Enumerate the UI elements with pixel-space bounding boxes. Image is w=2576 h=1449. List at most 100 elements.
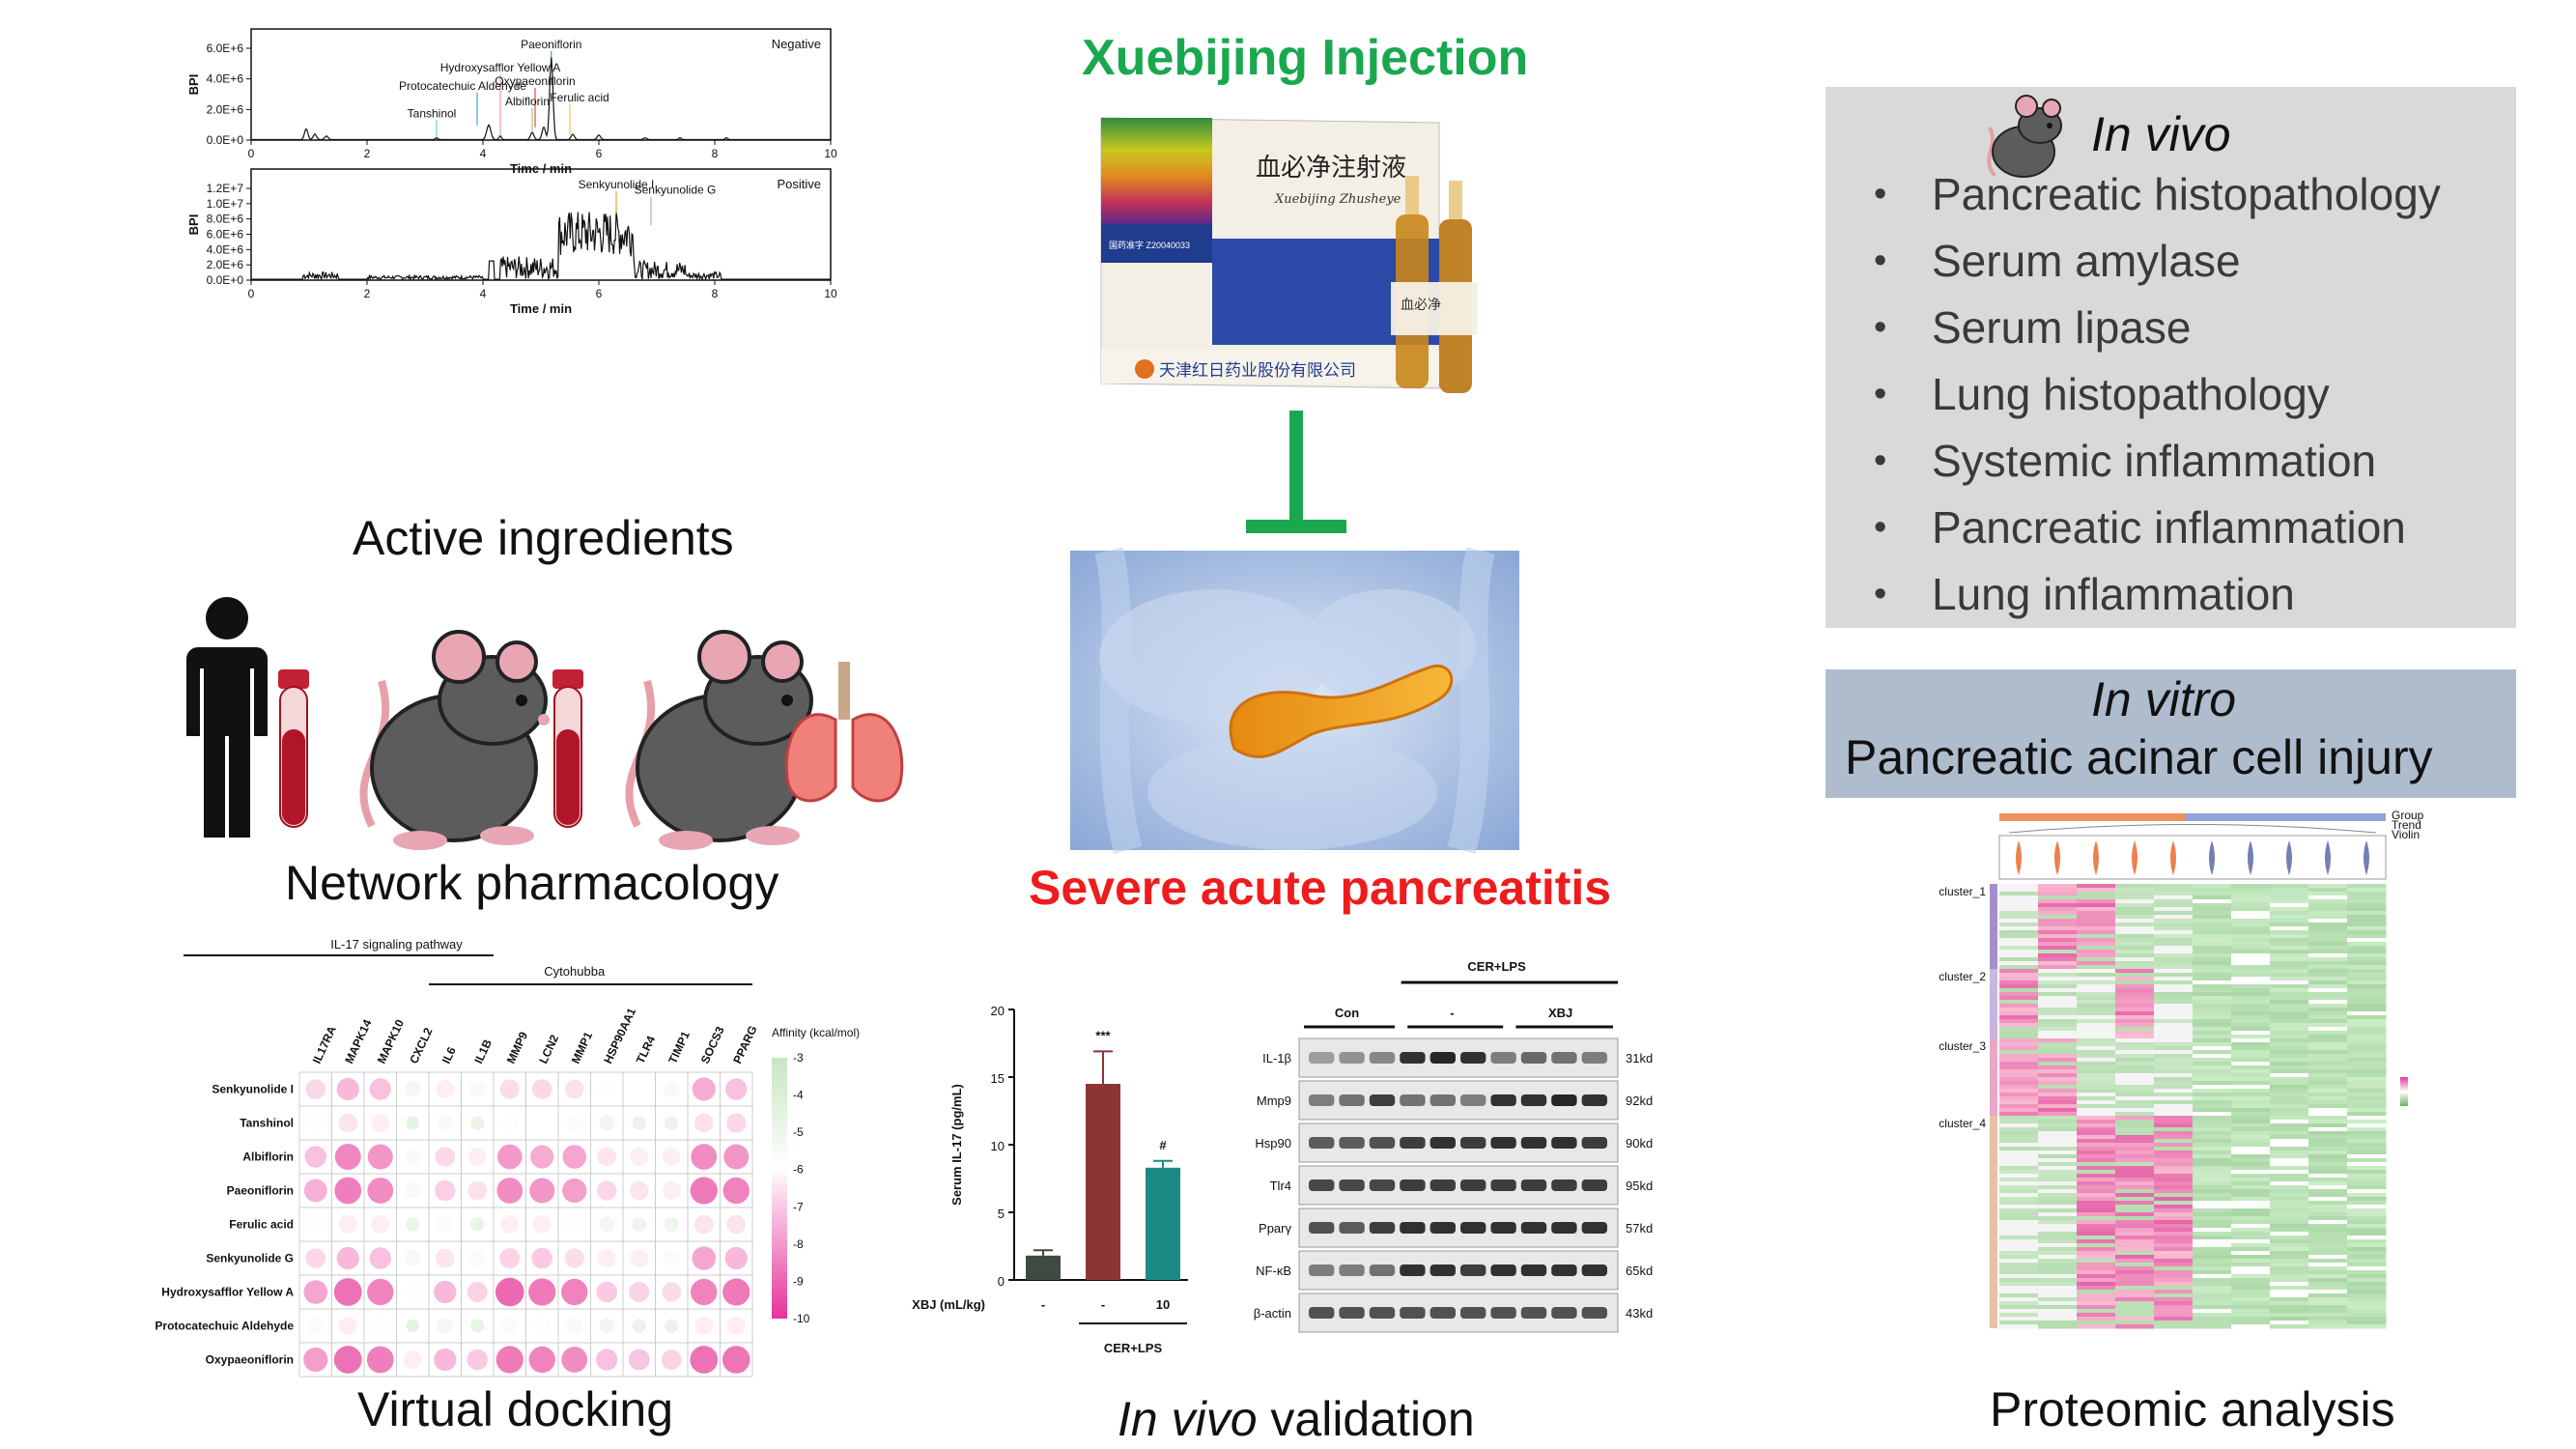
wb-band — [1460, 1307, 1486, 1319]
heatmap-cell — [2347, 965, 2387, 970]
heatmap-cell — [2347, 1093, 2387, 1097]
heatmap-cell — [2347, 1228, 2387, 1233]
heatmap-cell — [2308, 1093, 2348, 1097]
heatmap-cell — [2193, 1000, 2232, 1005]
heatmap-cell — [2270, 1065, 2309, 1070]
compound-label: Senkyunolide G — [206, 1252, 294, 1265]
heatmap-cell — [1999, 1305, 2039, 1310]
heatmap-cell — [2038, 1274, 2078, 1279]
heatmap-cell — [2038, 1073, 2078, 1078]
heatmap-cell — [2308, 1011, 2348, 1016]
heatmap-cell — [2154, 1266, 2194, 1271]
heatmap-cell — [2308, 1205, 2348, 1209]
heatmap-cell — [2077, 1201, 2116, 1206]
heatmap-cell — [2115, 1081, 2155, 1086]
legend-tick-label: -8 — [793, 1237, 804, 1251]
heatmap-cell — [1999, 980, 2039, 985]
heatmap-cell — [2193, 1050, 2232, 1055]
heatmap-cell — [2270, 884, 2309, 889]
heatmap-cell — [2154, 1031, 2194, 1036]
heatmap-cell — [2270, 942, 2309, 947]
legend-title: Affinity (kcal/mol) — [772, 1026, 860, 1039]
heatmap-cell — [2308, 1239, 2348, 1244]
heatmap-cell — [2154, 884, 2194, 889]
affinity-dot — [722, 1278, 750, 1306]
heatmap-cell — [1999, 1197, 2039, 1202]
heatmap-cell — [1999, 1050, 2039, 1055]
heatmap-cell — [2193, 1239, 2232, 1244]
heatmap-cell — [2270, 1096, 2309, 1101]
heatmap-cell — [2308, 1297, 2348, 1302]
heatmap-cell — [1999, 992, 2039, 997]
heatmap-cell — [2193, 988, 2232, 993]
heatmap-cell — [2231, 1023, 2271, 1028]
heatmap-cell — [2308, 1123, 2348, 1128]
heatmap-cell — [2154, 1201, 2194, 1206]
affinity-dot — [691, 1278, 718, 1306]
group-bar — [2185, 813, 2386, 821]
affinity-dot — [371, 1317, 389, 1335]
xuebijing-title: Xuebijing Injection — [1082, 30, 1529, 86]
heatmap-cell — [2115, 1023, 2155, 1028]
heatmap-cell — [2154, 903, 2194, 908]
wb-band — [1309, 1307, 1335, 1319]
heatmap-cell — [2231, 1205, 2271, 1209]
wb-band — [1309, 1094, 1335, 1106]
heatmap-cell — [2038, 1035, 2078, 1039]
heatmap-cell — [2347, 1178, 2387, 1182]
heatmap-cell — [2038, 1116, 2078, 1121]
heatmap-cell — [2231, 1054, 2271, 1059]
heatmap-cell — [2347, 1266, 2387, 1271]
pathway-header: IL-17 signaling pathway — [330, 937, 463, 952]
heatmap-cell — [2038, 1189, 2078, 1194]
heatmap-cell — [2154, 992, 2194, 997]
heatmap-cell — [2077, 1290, 2116, 1294]
heatmap-cell — [2193, 1293, 2232, 1298]
wb-band — [1369, 1222, 1396, 1234]
heatmap-cell — [2270, 1050, 2309, 1055]
heatmap-cell — [2154, 957, 2194, 962]
heatmap-cell — [2347, 1201, 2387, 1206]
heatmap-cell — [2270, 895, 2309, 900]
heatmap-cell — [2231, 1301, 2271, 1306]
heatmap-cell — [2115, 1077, 2155, 1082]
heatmap-cell — [2077, 1000, 2116, 1005]
heatmap-cell — [2347, 1104, 2387, 1109]
affinity-dot — [598, 1080, 616, 1098]
heatmap-cell — [2115, 980, 2155, 985]
heatmap-cell — [2347, 1065, 2387, 1070]
wb-band — [1430, 1179, 1456, 1191]
heatmap-cell — [2231, 1278, 2271, 1283]
heatmap-cell — [2038, 1093, 2078, 1097]
heatmap-cell — [2308, 1197, 2348, 1202]
heatmap-cell — [2193, 1220, 2232, 1225]
heatmap-cell — [2193, 884, 2232, 889]
heatmap-cell — [1999, 1158, 2039, 1163]
heatmap-cell — [2347, 1305, 2387, 1310]
heatmap-cell — [1999, 930, 2039, 935]
wb-band — [1520, 1052, 1547, 1064]
heatmap-cell — [2308, 888, 2348, 893]
heatmap-cell — [2270, 1123, 2309, 1128]
wb-size-label: 57kd — [1626, 1221, 1653, 1236]
heatmap-cell — [2308, 1212, 2348, 1217]
heatmap-cell — [2347, 1212, 2387, 1217]
affinity-dot — [694, 1214, 714, 1235]
heatmap-cell — [1999, 1104, 2039, 1109]
heatmap-cell — [2154, 1054, 2194, 1059]
heatmap-cell — [2115, 1166, 2155, 1171]
heatmap-cell — [2038, 888, 2078, 893]
heatmap-cell — [1999, 1251, 2039, 1256]
heatmap-cell — [2347, 984, 2387, 989]
wb-band — [1460, 1137, 1486, 1149]
heatmap-cell — [1999, 1174, 2039, 1179]
heatmap-cell — [2308, 965, 2348, 970]
heatmap-cell — [2193, 961, 2232, 966]
heatmap-cell — [2231, 1038, 2271, 1043]
heatmap-cell — [2115, 1313, 2155, 1318]
heatmap-cell — [2154, 1139, 2194, 1144]
heatmap-cell — [2347, 980, 2387, 985]
heatmap-cell — [1999, 1054, 2039, 1059]
heatmap-cell — [2231, 1027, 2271, 1032]
heatmap-cell — [2270, 1120, 2309, 1124]
